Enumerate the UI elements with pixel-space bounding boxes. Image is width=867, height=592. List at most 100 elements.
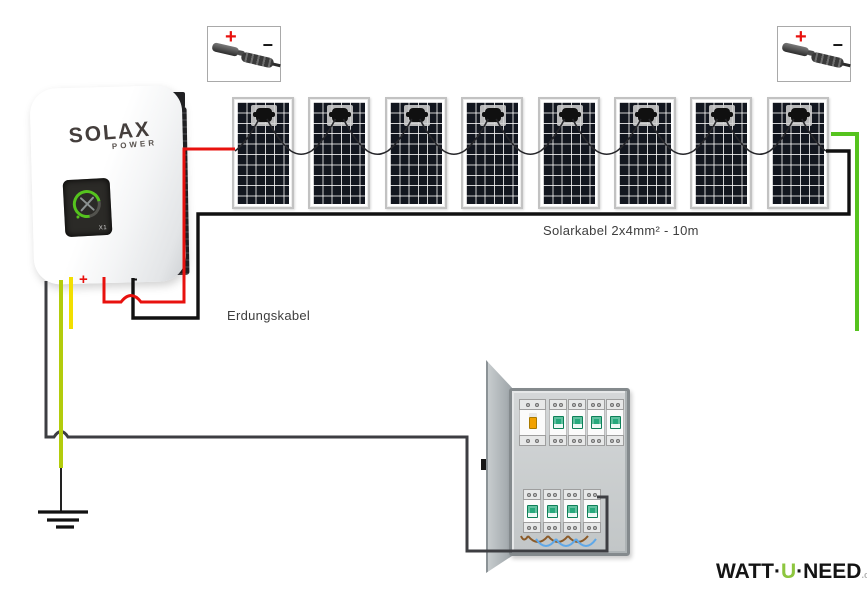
terminal-strip [568, 399, 586, 410]
terminal-screw-icon [571, 402, 576, 407]
circuit-breaker-module [606, 399, 624, 446]
breaker-body [543, 500, 561, 522]
junction-box [785, 105, 812, 126]
junction-box [709, 105, 736, 126]
breaker-switch [546, 504, 558, 518]
terminal-screw-icon [597, 402, 602, 407]
circuit-breaker-module [587, 399, 605, 446]
junction-box [403, 105, 430, 126]
terminal-screw-icon [553, 492, 558, 497]
logo-tld: .com [861, 570, 867, 580]
terminal-strip [543, 522, 561, 533]
terminal-screw-icon [593, 492, 598, 497]
terminal-strip [563, 522, 581, 533]
circuit-breaker-module [563, 489, 581, 533]
terminal-screw-icon [590, 402, 595, 407]
circuit-breaker-module [549, 399, 567, 446]
logo-sep: · [773, 560, 781, 583]
terminal-screw-icon [573, 492, 578, 497]
breaker-switch [526, 504, 538, 518]
terminal-strip [587, 399, 605, 410]
terminal-strip [523, 522, 541, 533]
terminal-screw-icon [609, 438, 614, 443]
junction-box-connector-icon [329, 108, 352, 122]
terminal-screw-icon [566, 525, 571, 530]
junction-box-connector-icon [635, 108, 657, 122]
solar-cable-label: Solarkabel 2x4mm² - 10m [543, 223, 699, 238]
inverter-display: X1 [62, 177, 113, 238]
logo-sep: · [796, 560, 804, 583]
wattuneed-logo: WATT·U·NEED.com [716, 560, 867, 584]
terminal-screw-icon [535, 438, 540, 443]
status-dot-icon [76, 215, 80, 219]
terminal-strip [587, 435, 605, 446]
junction-box-connector-icon [787, 108, 810, 122]
terminal-screw-icon [526, 525, 531, 530]
junction-box [556, 105, 583, 126]
breaker-switch [586, 504, 598, 518]
terminal-screw-icon [526, 492, 531, 497]
junction-box [327, 105, 354, 126]
terminal-screw-icon [586, 525, 591, 530]
logo-word1: WATT [716, 560, 774, 583]
mc4-minus-label: − [832, 35, 843, 55]
breaker-body [587, 410, 605, 435]
circuit-breaker-module [583, 489, 601, 533]
terminal-screw-icon [533, 525, 538, 530]
mc4-plus-label: + [225, 26, 237, 48]
terminal-strip [549, 399, 567, 410]
junction-box-connector-icon [558, 108, 581, 122]
terminal-screw-icon [597, 438, 602, 443]
terminal-screw-icon [586, 492, 591, 497]
terminal-strip [519, 399, 546, 410]
solar-panel [690, 97, 753, 209]
terminal-screw-icon [593, 525, 598, 530]
terminal-screw-icon [566, 492, 571, 497]
dc-minus-terminal-label: - [132, 269, 138, 288]
breaker-body [519, 410, 546, 435]
ground-cable-label: Erdungskabel [227, 308, 311, 323]
breaker-switch [566, 504, 578, 518]
terminal-screw-icon [553, 525, 558, 530]
mc4-connector-thumbnail-right: + − [777, 26, 851, 82]
terminal-screw-icon [571, 438, 576, 443]
breaker-switch [552, 416, 564, 429]
distribution-box-handle [481, 459, 486, 470]
junction-box-connector-icon [253, 108, 275, 122]
breaker-body [523, 500, 541, 522]
breaker-switch [609, 416, 621, 429]
ground-wire-green-rise [831, 132, 859, 331]
circuit-breaker-module [523, 489, 541, 533]
terminal-strip [523, 489, 541, 500]
terminal-strip [606, 399, 624, 410]
junction-box-connector-icon [482, 108, 505, 122]
solar-panel [614, 97, 676, 209]
terminal-screw-icon [616, 438, 621, 443]
terminal-screw-icon [578, 402, 583, 407]
breaker-body [549, 410, 567, 435]
junction-box [251, 105, 277, 126]
mc4-connector-thumbnail-left: + − [207, 26, 281, 82]
terminal-screw-icon [578, 438, 583, 443]
breaker-switch [571, 416, 583, 429]
terminal-screw-icon [546, 492, 551, 497]
terminal-strip [563, 489, 581, 500]
terminal-screw-icon [535, 402, 540, 407]
earth-ground-symbol [38, 510, 88, 529]
logo-word3: NEED [803, 560, 862, 583]
terminal-screw-icon [525, 402, 530, 407]
junction-box-connector-icon [405, 108, 428, 122]
terminal-strip [519, 435, 546, 446]
circuit-breaker-module [543, 489, 561, 533]
terminal-strip [568, 435, 586, 446]
terminal-screw-icon [546, 525, 551, 530]
rcd-test-lever [528, 416, 537, 429]
terminal-screw-icon [609, 402, 614, 407]
breaker-body [568, 410, 586, 435]
terminal-strip [606, 435, 624, 446]
terminal-screw-icon [559, 438, 564, 443]
solar-panel [766, 97, 829, 209]
breaker-switch [590, 416, 602, 429]
terminal-screw-icon [616, 402, 621, 407]
